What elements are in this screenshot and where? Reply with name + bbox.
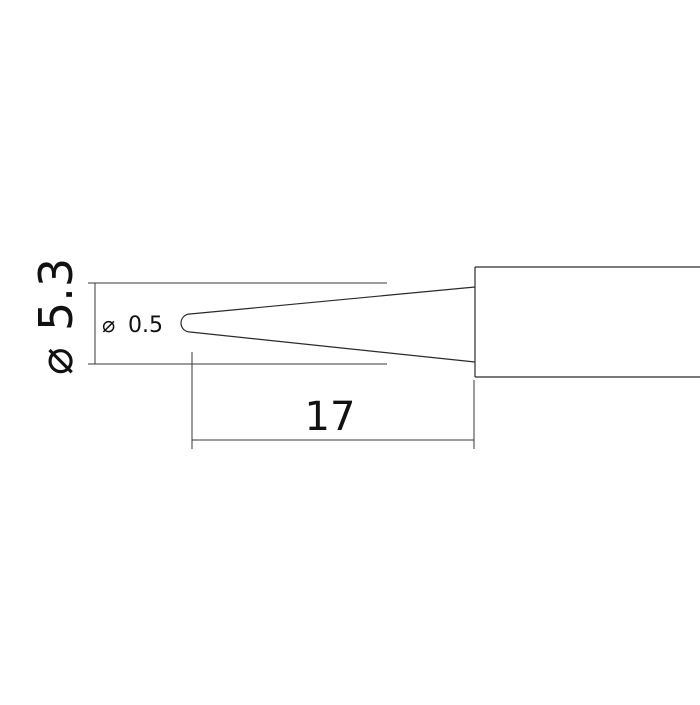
tip-diameter-symbol: ⌀	[102, 313, 115, 338]
taper-length-dimension: 17	[191, 352, 475, 449]
taper-top-edge	[189, 286, 476, 315]
taper-bottom-edge	[189, 331, 476, 363]
outer-diameter-value: 5.3	[29, 258, 83, 331]
outer-diameter-dimension: ⌀ 5.3	[29, 258, 387, 375]
tip-taper	[180, 286, 476, 363]
outer-diameter-symbol: ⌀	[29, 347, 83, 375]
tip-shank	[474, 266, 700, 378]
taper-length-value: 17	[305, 394, 356, 440]
tip-rounded-end	[180, 313, 191, 333]
outer-diameter-label: ⌀ 5.3	[29, 258, 83, 375]
tip-diameter-value: 0.5	[128, 313, 163, 338]
tip-diameter-dimension: ⌀ 0.5	[102, 313, 163, 338]
